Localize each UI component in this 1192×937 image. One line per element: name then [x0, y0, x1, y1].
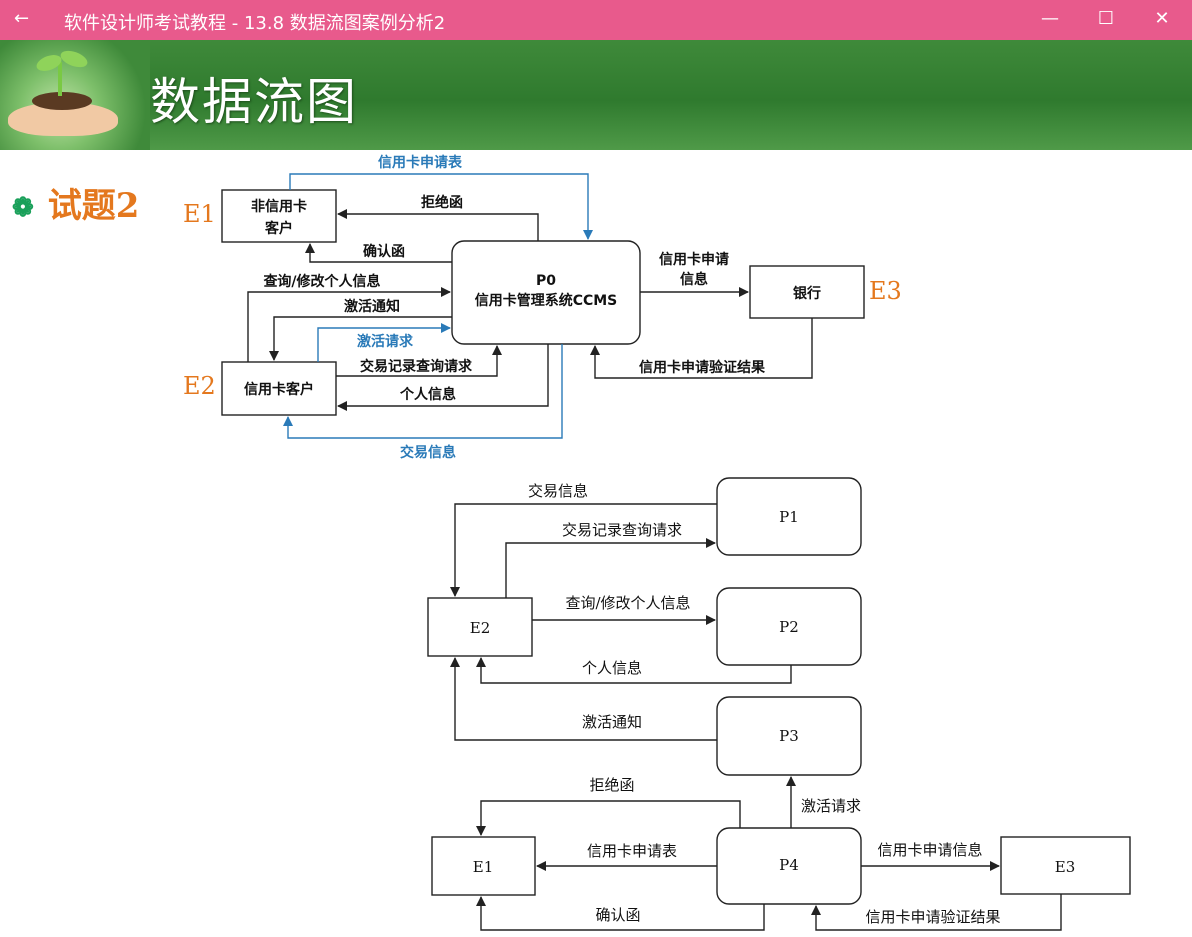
process-p0-name: 信用卡管理系统CCMS — [475, 292, 618, 309]
process-p3-label: P3 — [779, 727, 799, 745]
window-titlebar: ← 软件设计师考试教程 - 13.8 数据流图案例分析2 — ☐ ✕ — [0, 0, 1192, 40]
flow-transaction-query-label: 交易记录查询请求 — [360, 358, 473, 375]
entity-e3-label: E3 — [1055, 858, 1076, 876]
flow-query-modify-label: 查询/修改个人信息 — [565, 594, 690, 612]
flow-transaction-info-label: 交易信息 — [400, 444, 456, 461]
entity-non-card-customer — [221, 189, 337, 243]
flow-transaction-info — [450, 503, 717, 597]
entity-e1 — [431, 836, 536, 896]
flow-activation-request-label: 激活请求 — [357, 333, 414, 350]
flow-rejection-label: 拒绝函 — [589, 776, 634, 794]
process-p3 — [716, 696, 862, 776]
entity-non-card-customer-label: 非信用卡 — [251, 198, 307, 215]
entity-e2 — [427, 597, 533, 657]
process-p2-label: P2 — [779, 618, 799, 636]
flow-rejection-label: 拒绝函 — [421, 194, 463, 211]
maximize-icon[interactable]: ☐ — [1097, 8, 1115, 29]
process-p2 — [716, 587, 862, 666]
flower-bullet-icon: ❁ — [12, 193, 34, 223]
entity-bank-label: 银行 — [793, 285, 821, 302]
flow-verification-result — [811, 894, 1062, 931]
flow-query-modify-label: 查询/修改个人信息 — [263, 273, 380, 290]
flow-transaction-info — [283, 344, 563, 439]
flow-activation-request-label: 激活请求 — [801, 797, 861, 815]
flow-transaction-info-label: 交易信息 — [528, 482, 588, 500]
flow-personal-info-label: 个人信息 — [582, 659, 642, 677]
entity-card-customer-label: 信用卡客户 — [244, 381, 314, 398]
process-p4-label: P4 — [779, 856, 799, 874]
flow-confirmation-label: 确认函 — [595, 906, 640, 924]
flow-activation-notice — [450, 657, 717, 741]
flow-activation-notice-label: 激活通知 — [582, 713, 642, 731]
slide-banner: 数据流图 — [0, 40, 1192, 150]
flow-application-info-label: 信息 — [680, 271, 708, 288]
slide-title: 数据流图 — [150, 73, 358, 131]
flow-activation-notice — [269, 316, 452, 361]
flow-application-info-label: 信用卡申请信息 — [877, 841, 982, 859]
flow-activation-notice-label: 激活通知 — [344, 298, 400, 315]
entity-bank — [749, 265, 865, 319]
flow-confirmation — [305, 243, 452, 263]
question-label: ❁ 试题2 — [12, 178, 139, 227]
entity-non-card-customer-label: 客户 — [264, 220, 293, 237]
external-label-e3: E3 — [869, 277, 902, 305]
flow-confirmation-label: 确认函 — [363, 243, 405, 260]
process-p1 — [716, 477, 862, 556]
flow-rejection — [337, 209, 539, 241]
level1-diagram: P1 P2 P3 P4 E2 E1 E3 交易信息 交易记录查询请求 查询/修改… — [427, 477, 1131, 931]
minimize-icon[interactable]: — — [1041, 8, 1059, 29]
flow-query-modify — [247, 287, 451, 362]
process-p0-id: P0 — [536, 273, 556, 289]
flow-personal-info — [337, 344, 549, 411]
flow-application-form-label: 信用卡申请表 — [587, 842, 677, 860]
back-arrow-icon[interactable]: ← — [14, 8, 30, 29]
entity-card-customer — [221, 361, 337, 416]
entity-e1-label: E1 — [473, 858, 494, 876]
entity-e2-label: E2 — [470, 619, 491, 637]
close-icon[interactable]: ✕ — [1154, 8, 1170, 29]
flow-transaction-query-label: 交易记录查询请求 — [562, 521, 682, 539]
external-label-e1: E1 — [183, 200, 216, 228]
flow-application-form — [289, 173, 593, 240]
process-p1-label: P1 — [779, 508, 799, 526]
flow-verification-result-label: 信用卡申请验证结果 — [865, 908, 1000, 926]
context-diagram: E1 E2 E3 非信用卡 客户 信用卡客户 银行 P0 信用卡管理系统CCMS… — [183, 154, 902, 461]
question-label-text: 试题2 — [47, 186, 140, 226]
soil-image — [32, 92, 92, 110]
flow-application-form-label: 信用卡申请表 — [378, 154, 463, 171]
flow-rejection — [476, 800, 741, 836]
flow-verification-result-label: 信用卡申请验证结果 — [639, 359, 766, 376]
external-label-e2: E2 — [183, 372, 216, 400]
entity-e3 — [1000, 836, 1131, 895]
flow-application-info-label: 信用卡申请 — [659, 251, 729, 268]
sprout-stem-image — [58, 62, 62, 96]
flow-personal-info — [476, 657, 792, 684]
flow-transaction-query — [336, 345, 502, 377]
flow-transaction-query — [505, 538, 716, 598]
flow-confirmation — [476, 896, 765, 931]
flow-personal-info-label: 个人信息 — [399, 386, 456, 403]
flow-verification-result — [590, 318, 813, 379]
flow-activation-request — [317, 323, 451, 362]
window-title: 软件设计师考试教程 - 13.8 数据流图案例分析2 — [64, 13, 446, 34]
